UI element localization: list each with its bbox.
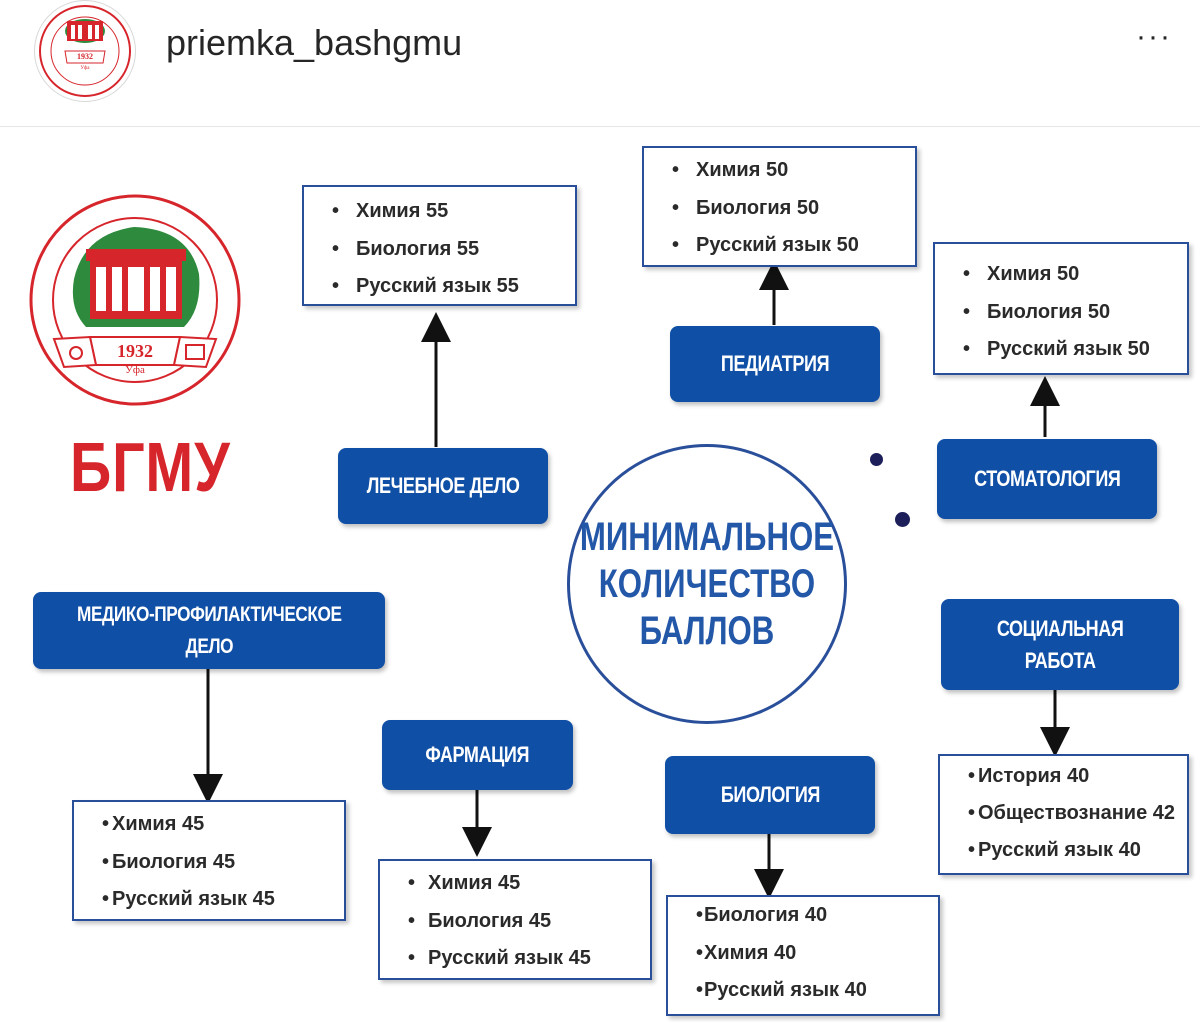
subject-score: Биология 50 <box>935 294 1187 332</box>
post-header: 1932 Уфа priemka_bashgmu ··· <box>0 0 1200 127</box>
scores-box-lechebnoe: Химия 55 Биология 55 Русский язык 55 <box>302 185 577 306</box>
specialty-label-lechebnoe: ЛЕЧЕБНОЕ ДЕЛО <box>338 448 548 524</box>
scores-box-pediatria: Химия 50 Биология 50 Русский язык 50 <box>642 146 917 267</box>
scores-box-stomatologia: Химия 50 Биология 50 Русский язык 50 <box>933 242 1189 375</box>
connector-arrows <box>193 260 1070 899</box>
subject-score: Русский язык 50 <box>935 331 1187 369</box>
subject-score: Русский язык 40 <box>668 972 938 1010</box>
scores-box-biologia: Биология 40 Химия 40 Русский язык 40 <box>666 895 940 1016</box>
specialty-label-farmacia: ФАРМАЦИЯ <box>382 720 573 790</box>
subject-score: Русский язык 50 <box>644 227 915 265</box>
subject-score: Биология 55 <box>304 231 575 269</box>
specialty-label-medprof: МЕДИКО-ПРОФИЛАКТИЧЕСКОЕ ДЕЛО <box>33 592 385 669</box>
avatar-city: Уфа <box>81 66 91 71</box>
profile-avatar[interactable]: 1932 Уфа <box>34 0 136 102</box>
subject-score: История 40 <box>940 758 1187 795</box>
subject-score: Русский язык 55 <box>304 268 575 306</box>
scores-box-farmacia: Химия 45 Биология 45 Русский язык 45 <box>378 859 652 980</box>
center-circle: МИНИМАЛЬНОЕ КОЛИЧЕСТВО БАЛЛОВ <box>567 444 847 724</box>
subject-score: Химия 40 <box>668 935 938 973</box>
subject-score: Русский язык 45 <box>380 940 650 978</box>
decorative-dot <box>895 512 910 527</box>
avatar-year: 1932 <box>77 52 93 61</box>
logo-abbreviation: БГМУ <box>70 428 231 506</box>
logo-year: 1932 <box>117 341 153 361</box>
subject-score: Химия 50 <box>935 256 1187 294</box>
subject-score: Русский язык 45 <box>74 881 344 919</box>
subject-score: Биология 45 <box>74 844 344 882</box>
specialty-label-biologia: БИОЛОГИЯ <box>665 756 875 834</box>
decorative-dot <box>870 453 883 466</box>
infographic: 1932 Уфа БГМУ МИНИМАЛЬНОЕ КОЛИЧЕСТВО БАЛ… <box>0 127 1200 1022</box>
subject-score: Химия 45 <box>380 865 650 903</box>
specialty-label-pediatria: ПЕДИАТРИЯ <box>670 326 880 402</box>
subject-score: Химия 45 <box>74 806 344 844</box>
university-emblem-icon: 1932 Уфа <box>39 5 131 97</box>
university-emblem-icon: 1932 Уфа <box>29 194 241 406</box>
center-title: МИНИМАЛЬНОЕ КОЛИЧЕСТВО БАЛЛОВ <box>579 514 835 653</box>
subject-score: Биология 50 <box>644 190 915 228</box>
subject-score: Химия 50 <box>644 152 915 190</box>
subject-score: Русский язык 40 <box>940 832 1187 869</box>
specialty-label-socrabota: СОЦИАЛЬНАЯ РАБОТА <box>941 599 1179 690</box>
specialty-label-stomatologia: СТОМАТОЛОГИЯ <box>937 439 1157 519</box>
more-options-icon[interactable]: ··· <box>1136 20 1172 53</box>
subject-score: Биология 45 <box>380 903 650 941</box>
scores-box-socrabota: История 40 Обществознание 42 Русский язы… <box>938 754 1189 875</box>
university-logo: 1932 Уфа <box>24 189 246 411</box>
scores-box-medprof: Химия 45 Биология 45 Русский язык 45 <box>72 800 346 921</box>
account-username[interactable]: priemka_bashgmu <box>166 22 463 63</box>
subject-score: Обществознание 42 <box>940 795 1187 832</box>
subject-score: Биология 40 <box>668 897 938 935</box>
subject-score: Химия 55 <box>304 193 575 231</box>
logo-city: Уфа <box>125 364 145 376</box>
